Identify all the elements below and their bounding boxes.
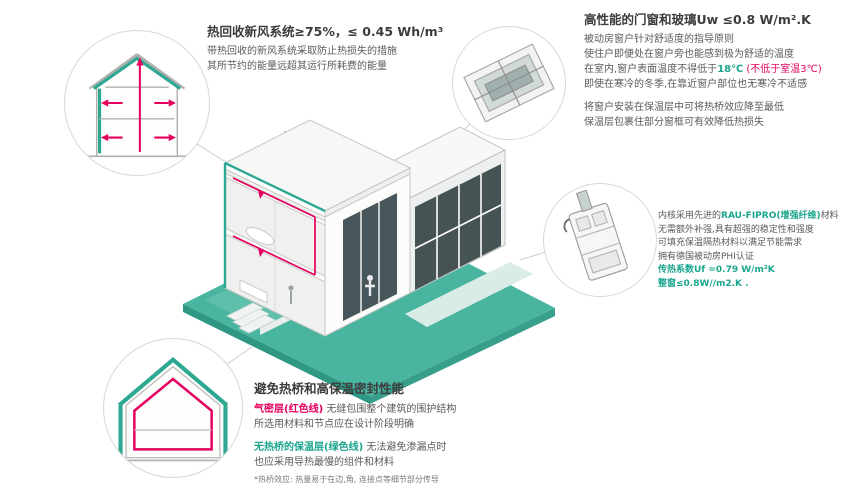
thermal-envelope-illustration: [112, 356, 234, 462]
front-wall: [324, 167, 411, 337]
windows-line: 保温层包裹住部分窗框可有效降低热损失: [584, 117, 764, 129]
main-house-illustration: [183, 119, 555, 404]
kitchen-unit: [239, 279, 268, 304]
windows-text-block: 高性能的门窗和玻璃Uw ≤0.8 W/m².K 被动房窗户针对舒适度的指导原则 …: [584, 12, 862, 130]
bathtub: [245, 226, 275, 246]
windows-title: 高性能的门窗和玻璃Uw ≤0.8 W/m².K: [584, 12, 811, 27]
glass-facade: [409, 149, 506, 294]
windows-line: 使住户即便处在窗户旁也能感到极为舒适的温度: [584, 49, 794, 61]
airflow-lines: [108, 62, 169, 152]
garden-stairs: [226, 302, 276, 334]
windows-line: 将窗户安装在保温层中可将热桥效应降至最低: [584, 102, 784, 114]
material-uf-value: 传热系数Uf =0.79 W/m²K: [658, 265, 775, 275]
front-walkway: [405, 262, 533, 327]
window-corner-detail: [463, 43, 555, 123]
thermal-envelope-section: [112, 356, 234, 462]
ventilation-text-block: 热回收新风系统≥75%，≤ 0.45 Wh/m³ 带热回收的新风系统采取防止热损…: [207, 24, 467, 74]
ventilation-detail-circle: [64, 30, 210, 176]
windows-line-temperature: 在室内,窗户表面温度不得低于18℃ (不低于室温3℃): [584, 64, 822, 76]
windows-line: 被动房窗户针对舒适度的指导原则: [584, 34, 734, 46]
insulation-line-green: [117, 356, 229, 460]
insulation-lines: [92, 56, 182, 154]
window-corner-illustration: [463, 43, 555, 123]
thermal-bridge-text-block: 避免热桥和高保温密封性能 气密层(红色线) 无缝包围整个建筑的围护结构 所选用材…: [254, 381, 534, 486]
airflow-arrows: [101, 57, 176, 142]
insulation-cut-edges: [223, 161, 326, 288]
material-uw-value: 整窗≤0.8W//m2.K .: [658, 278, 749, 289]
window-detail-circle: [452, 26, 566, 140]
ventilation-line: 其所节约的能量远超其运行所耗费的能量: [207, 61, 387, 73]
thermal-envelope-circle: [103, 338, 243, 478]
glass-pane: [575, 189, 593, 213]
airtight-layer-line2: 所选用材料和节点应在设计阶段明确: [254, 419, 414, 431]
ventilation-title: 热回收新风系统≥75%，≤ 0.45 Wh/m³: [207, 24, 444, 39]
frame-profile-circle: [543, 183, 657, 297]
cutaway-interior: [224, 131, 326, 337]
person-figure-door: [365, 275, 375, 296]
material-line-core: 内核采用先进的RAU-FIPRO(增强纤维)材料: [658, 211, 839, 221]
thermal-bridge-title: 避免热桥和高保温密封性能: [254, 381, 405, 396]
material-line: 可填充保温隔热材料以满足节能需求: [658, 238, 803, 248]
insulation-layer-line2: 也应采用导热最慢的组件和材料: [254, 457, 394, 469]
frame-profile-section: [563, 189, 628, 281]
material-text-block: 内核采用先进的RAU-FIPRO(增强纤维)材料 无需额外补强,具有超强的稳定性…: [658, 210, 864, 291]
gasket: [563, 218, 571, 233]
person-figure-interior: [288, 285, 294, 304]
insulation-layer-line: 无热桥的保温层(绿色线) 无法避免渗漏点时: [254, 442, 447, 454]
material-line: 无需额外补强,具有超强的稳定性和强度: [658, 224, 814, 235]
thermal-bridge-footnote: *热桥效应: 热量易于在边,角, 连接点等细节部分传导: [254, 475, 439, 485]
airtight-layer-line: 气密层(红色线) 无缝包围整个建筑的围护结构: [254, 404, 457, 416]
ventilation-section-illustration: [76, 53, 198, 158]
ventilation-line: 带热回收的新风系统采取防止热损失的措施: [207, 46, 397, 58]
frame-profile-illustration: [563, 189, 628, 281]
material-line: 拥有德国被动房PHI认证: [658, 251, 754, 262]
house-section: [76, 53, 198, 158]
windows-line: 即使在寒冷的冬季,在靠近窗户部位也无寒冷不适感: [584, 79, 808, 91]
